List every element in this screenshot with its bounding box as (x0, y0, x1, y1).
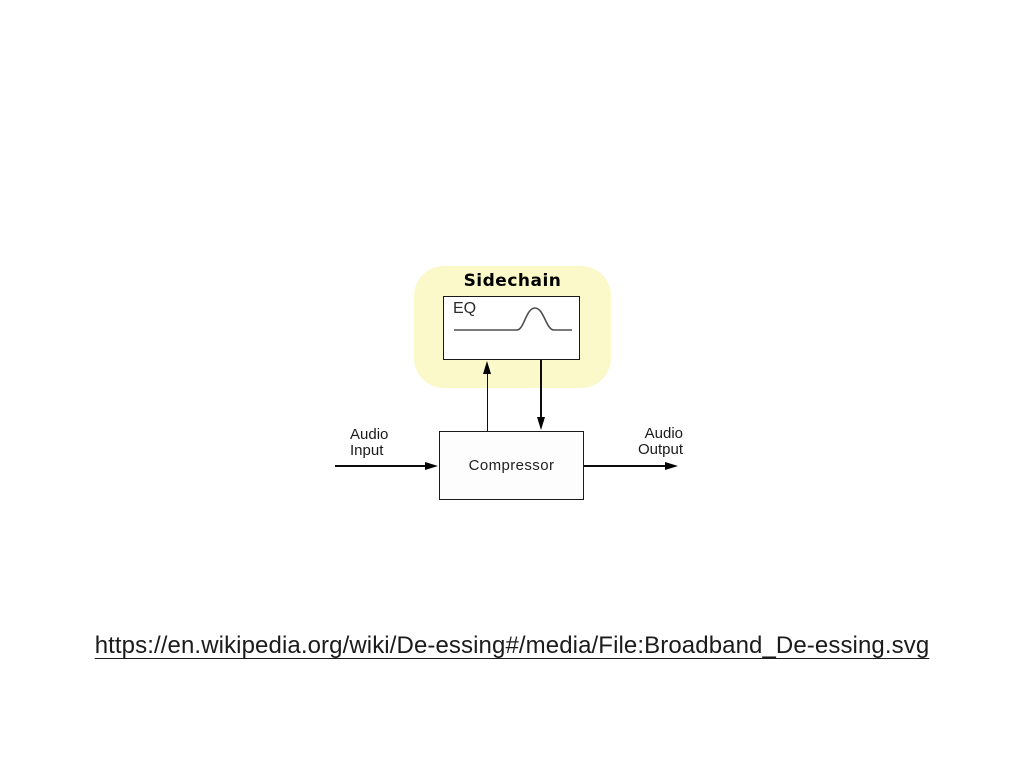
audio-input-label: Audio Input (350, 427, 388, 459)
audio-output-arrowhead-icon (665, 461, 678, 470)
audio-output-label-line2: Output (637, 441, 683, 458)
source-url-link[interactable]: https://en.wikipedia.org/wiki/De-essing#… (94, 632, 930, 659)
audio-output-arrow-line (584, 465, 667, 467)
sidechain-group: Sidechain EQ (414, 266, 611, 388)
audio-input-label-line2: Input (350, 442, 384, 459)
audio-input-arrowhead-icon (425, 461, 438, 470)
footer: https://en.wikipedia.org/wiki/De-essing#… (0, 632, 1024, 660)
audio-input-label-line1: Audio (350, 426, 389, 443)
sidechain-send-arrow-line (486, 374, 488, 431)
audio-input-arrow-line (335, 465, 427, 467)
eq-box: EQ (443, 296, 580, 360)
audio-output-label: Audio Output (638, 426, 683, 458)
eq-response-curve-icon (454, 307, 572, 331)
compressor-box: Compressor (439, 431, 584, 500)
sidechain-title: Sidechain (463, 271, 562, 291)
audio-output-label-line1: Audio (644, 425, 683, 442)
eq-label: EQ (453, 300, 477, 317)
sidechain-send-arrowhead-icon (483, 361, 491, 374)
sidechain-return-arrow-line (540, 360, 542, 417)
compressor-label: Compressor (468, 457, 555, 474)
sidechain-return-arrowhead-icon (537, 417, 545, 430)
